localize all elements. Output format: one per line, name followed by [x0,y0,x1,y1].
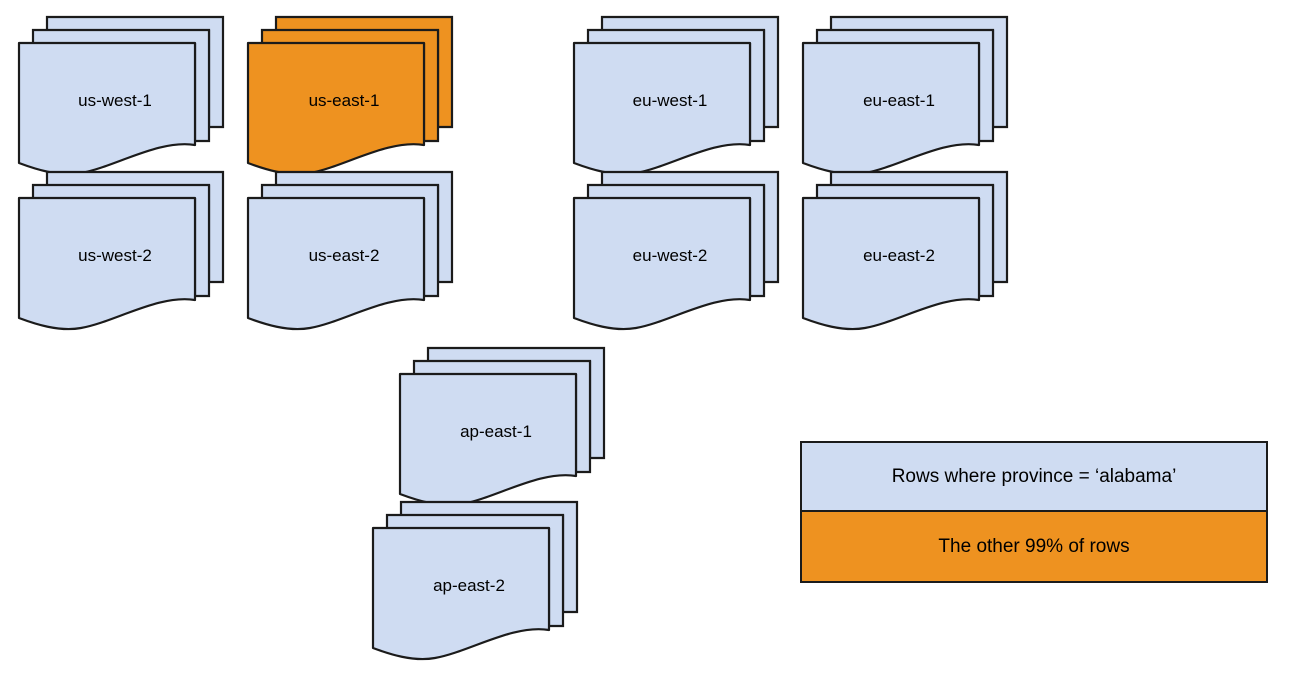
legend-row-secondary: The other 99% of rows [802,512,1266,581]
document-stack-shape [398,346,606,507]
legend: Rows where province = ‘alabama’ The othe… [800,441,1268,583]
document-stack-shape [17,15,225,176]
region-node-eu-east-1[interactable]: eu-east-1 [801,15,1033,192]
document-stack-shape [572,170,780,331]
document-stack-shape [371,500,579,661]
region-node-ap-east-1[interactable]: ap-east-1 [398,346,630,523]
document-stack-shape [572,15,780,176]
region-node-us-east-2[interactable]: us-east-2 [246,170,478,347]
legend-label-primary: Rows where province = ‘alabama’ [891,465,1177,487]
region-node-eu-east-2[interactable]: eu-east-2 [801,170,1033,347]
legend-label-secondary: The other 99% of rows [938,535,1130,557]
document-stack-shape [801,170,1009,331]
region-node-us-west-1[interactable]: us-west-1 [17,15,249,192]
document-stack-shape [17,170,225,331]
region-node-ap-east-2[interactable]: ap-east-2 [371,500,603,677]
document-stack-shape [246,170,454,331]
document-stack-shape [801,15,1009,176]
region-node-eu-west-2[interactable]: eu-west-2 [572,170,804,347]
region-node-us-west-2[interactable]: us-west-2 [17,170,249,347]
legend-row-primary: Rows where province = ‘alabama’ [802,443,1266,512]
region-node-eu-west-1[interactable]: eu-west-1 [572,15,804,192]
region-node-us-east-1[interactable]: us-east-1 [246,15,478,192]
document-stack-shape [246,15,454,176]
